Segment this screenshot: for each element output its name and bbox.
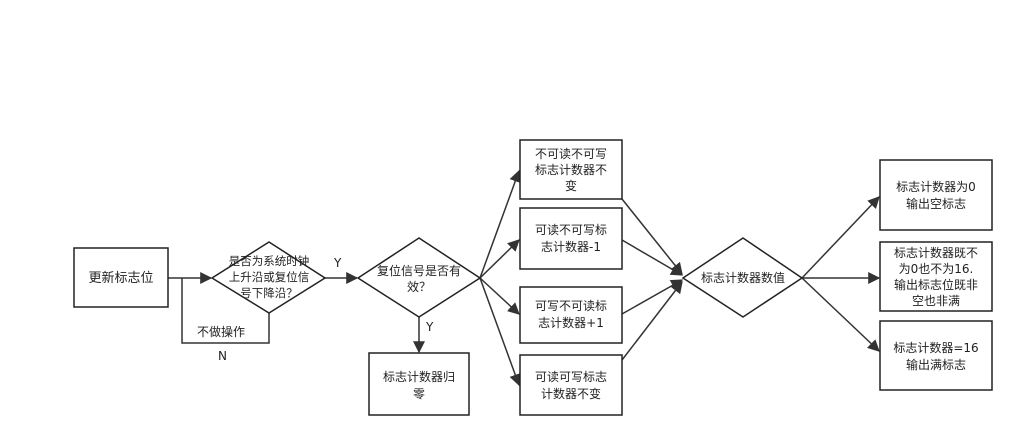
edge-reset-to-rw — [479, 277, 521, 387]
node-read-write-line1: 可读可写标志 — [535, 370, 607, 384]
node-reset-zero-line1: 标志计数器归 — [383, 369, 455, 384]
node-read-no-write-line1: 可读不可写标 — [535, 223, 607, 237]
node-reset-zero-line2: 零 — [413, 387, 425, 401]
node-no-read-no-write-line3: 变 — [565, 178, 577, 193]
node-output-full-line1: 标志计数器=16 — [893, 340, 978, 355]
decision-clock-edge-line3: 号下降沿？ — [240, 286, 298, 300]
label-y-reset: Y — [425, 320, 434, 334]
node-write-no-read-line2: 志计数器+1 — [538, 315, 604, 330]
edge-rnw-to-value — [621, 239, 684, 276]
label-no-op: 不做操作 — [197, 324, 245, 339]
edges — [168, 169, 881, 387]
edge-rw-to-value — [621, 281, 683, 361]
decision-clock-edge-line2: 上升沿或复位信 — [229, 270, 310, 284]
decision-clock-edge-line1: 是否为系统时钟 — [229, 254, 310, 268]
edge-reset-to-nrnw — [479, 169, 521, 279]
edge-reset-to-rnw — [479, 239, 520, 279]
node-write-no-read-line1: 可写不可读标 — [535, 299, 607, 313]
decision-counter-value: 标志计数器数值 — [681, 237, 804, 318]
node-output-neither-line1: 标志计数器既不 — [894, 245, 978, 260]
node-update-flag-text: 更新标志位 — [88, 270, 153, 286]
node-no-read-no-write-line2: 标志计数器不 — [535, 162, 607, 177]
edge-wnr-to-value — [621, 279, 684, 315]
node-read-no-write-line2: 志计数器-1 — [541, 239, 601, 254]
label-n: N — [218, 349, 227, 363]
node-output-empty-line1: 标志计数器为0 — [896, 179, 976, 194]
node-no-read-no-write-line1: 不可读不可写 — [535, 147, 607, 161]
decision-reset-line2: 效？ — [407, 279, 431, 294]
node-output-full: 标志计数器=16 输出满标志 — [879, 320, 993, 391]
node-output-empty: 标志计数器为0 输出空标志 — [879, 159, 993, 231]
node-no-read-no-write: 不可读不可写 标志计数器不 变 — [519, 139, 623, 200]
decision-reset-line1: 复位信号是否有 — [377, 263, 461, 278]
node-output-neither-line2: 为0也不为16. — [899, 262, 974, 276]
node-read-no-write: 可读不可写标 志计数器-1 — [519, 207, 623, 270]
decision-counter-value-text: 标志计数器数值 — [701, 270, 785, 285]
node-output-neither-line4: 空也非满 — [912, 294, 960, 308]
node-update-flag: 更新标志位 — [73, 247, 169, 308]
edge-value-to-empty — [801, 196, 880, 279]
node-output-neither-line3: 输出标志位既非 — [894, 277, 978, 292]
edge-value-to-full — [801, 277, 880, 352]
node-read-write-line2: 计数器不变 — [541, 386, 601, 401]
node-read-write: 可读可写标志 计数器不变 — [519, 354, 623, 416]
node-output-full-line2: 输出满标志 — [906, 357, 966, 372]
edge-nrnw-to-value — [621, 198, 683, 275]
edge-clock-no-loop — [181, 278, 270, 344]
node-output-empty-line2: 输出空标志 — [906, 196, 966, 211]
node-output-neither: 标志计数器既不 为0也不为16. 输出标志位既非 空也非满 — [879, 241, 993, 312]
edge-reset-to-wnr — [479, 277, 520, 315]
node-reset-zero: 标志计数器归 零 — [368, 352, 470, 416]
label-y-clock: Y — [333, 256, 342, 270]
decision-clock-edge: 是否为系统时钟 上升沿或复位信 号下降沿？ — [210, 241, 327, 314]
decision-reset: 复位信号是否有 效？ — [356, 237, 482, 318]
node-write-no-read: 可写不可读标 志计数器+1 — [519, 286, 623, 344]
